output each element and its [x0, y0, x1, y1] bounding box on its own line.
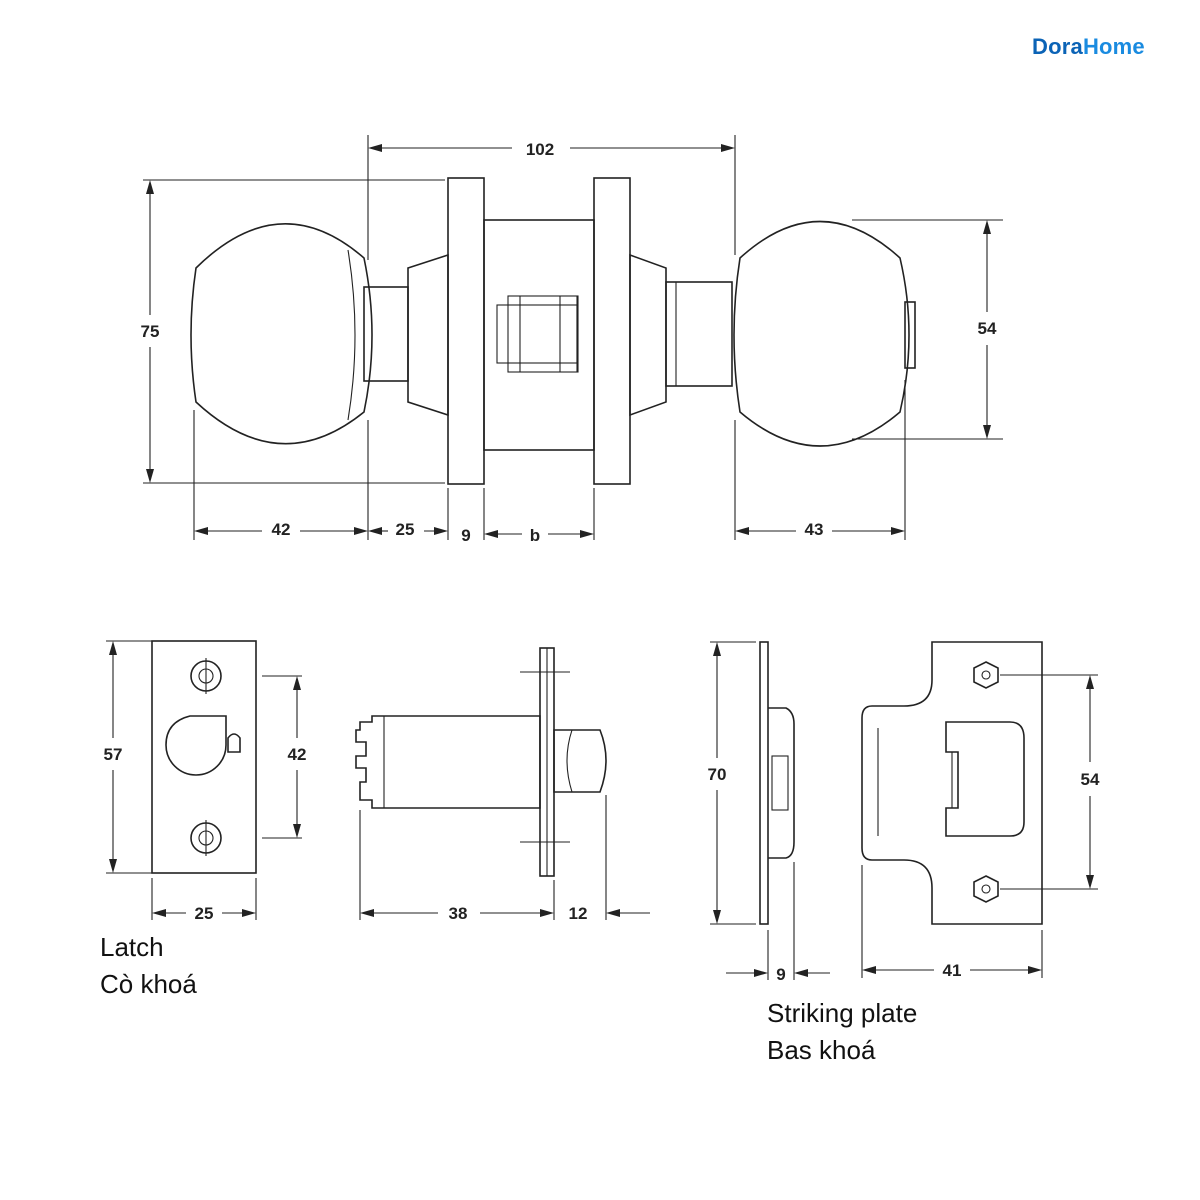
- push-button: [904, 301, 916, 369]
- striking-plate-outline: [861, 641, 1043, 925]
- strike-box-side: [768, 707, 795, 859]
- dim-strike-hole-spacing: 54: [1081, 770, 1100, 789]
- dim-strike-height: 70: [708, 765, 727, 784]
- latch-side-drawing: 38 12: [355, 647, 650, 923]
- dim-latch-plate-width: 25: [195, 904, 214, 923]
- logo-text-home: Home: [1082, 34, 1145, 59]
- dim-overall-length: 102: [526, 140, 554, 159]
- latch-bolt-face: [165, 715, 227, 776]
- latch-caption-en: Latch: [100, 932, 164, 962]
- strike-screw-hole-bottom: [973, 875, 999, 903]
- dim-backset: 38: [449, 904, 468, 923]
- dim-inner-knob-depth: 43: [805, 520, 824, 539]
- dim-neck-length: 25: [396, 520, 415, 539]
- strike-screw-hole-top: [973, 661, 999, 689]
- inner-rose: [593, 177, 631, 485]
- dim-bolt-projection: 12: [569, 904, 588, 923]
- dim-knob-height: 75: [141, 322, 160, 341]
- latch-bolt-side: [553, 729, 607, 793]
- dim-latch-hole-spacing: 42: [288, 745, 307, 764]
- strike-caption-en: Striking plate: [767, 998, 917, 1028]
- latch-caption-vi: Cò khoá: [100, 969, 197, 999]
- logo-text-dora: Dora: [1032, 34, 1083, 59]
- strike-side-drawing: 70 9: [708, 641, 830, 984]
- dorahome-logo: DoraHome: [1032, 34, 1145, 60]
- dim-outer-knob-depth: 42: [272, 520, 291, 539]
- outer-knob-shape: [190, 223, 373, 445]
- strike-caption-vi: Bas khoá: [767, 1035, 876, 1065]
- inner-knob-neck: [665, 281, 733, 387]
- latch-faceplate-drawing: 57 42 25 Latch Cò khoá: [100, 640, 307, 999]
- strike-opening: [945, 721, 1025, 837]
- inner-knob-shape: [733, 220, 910, 447]
- dim-rose-thickness: 9: [461, 526, 470, 545]
- outer-rose: [447, 177, 485, 485]
- latch-faceplate: [151, 640, 257, 874]
- dim-latch-plate-height: 57: [104, 745, 123, 764]
- dim-strike-width: 41: [943, 961, 962, 980]
- striking-plate-drawing: 54 41 Striking plate Bas khoá: [767, 641, 1100, 1065]
- dim-door-thickness: b: [530, 526, 540, 545]
- knob-assembly-drawing: 102 75 54 42 25: [141, 135, 1003, 545]
- dim-strike-depth: 9: [776, 965, 785, 984]
- dim-inner-knob-diameter: 54: [978, 319, 997, 338]
- strike-side-plate: [759, 641, 769, 925]
